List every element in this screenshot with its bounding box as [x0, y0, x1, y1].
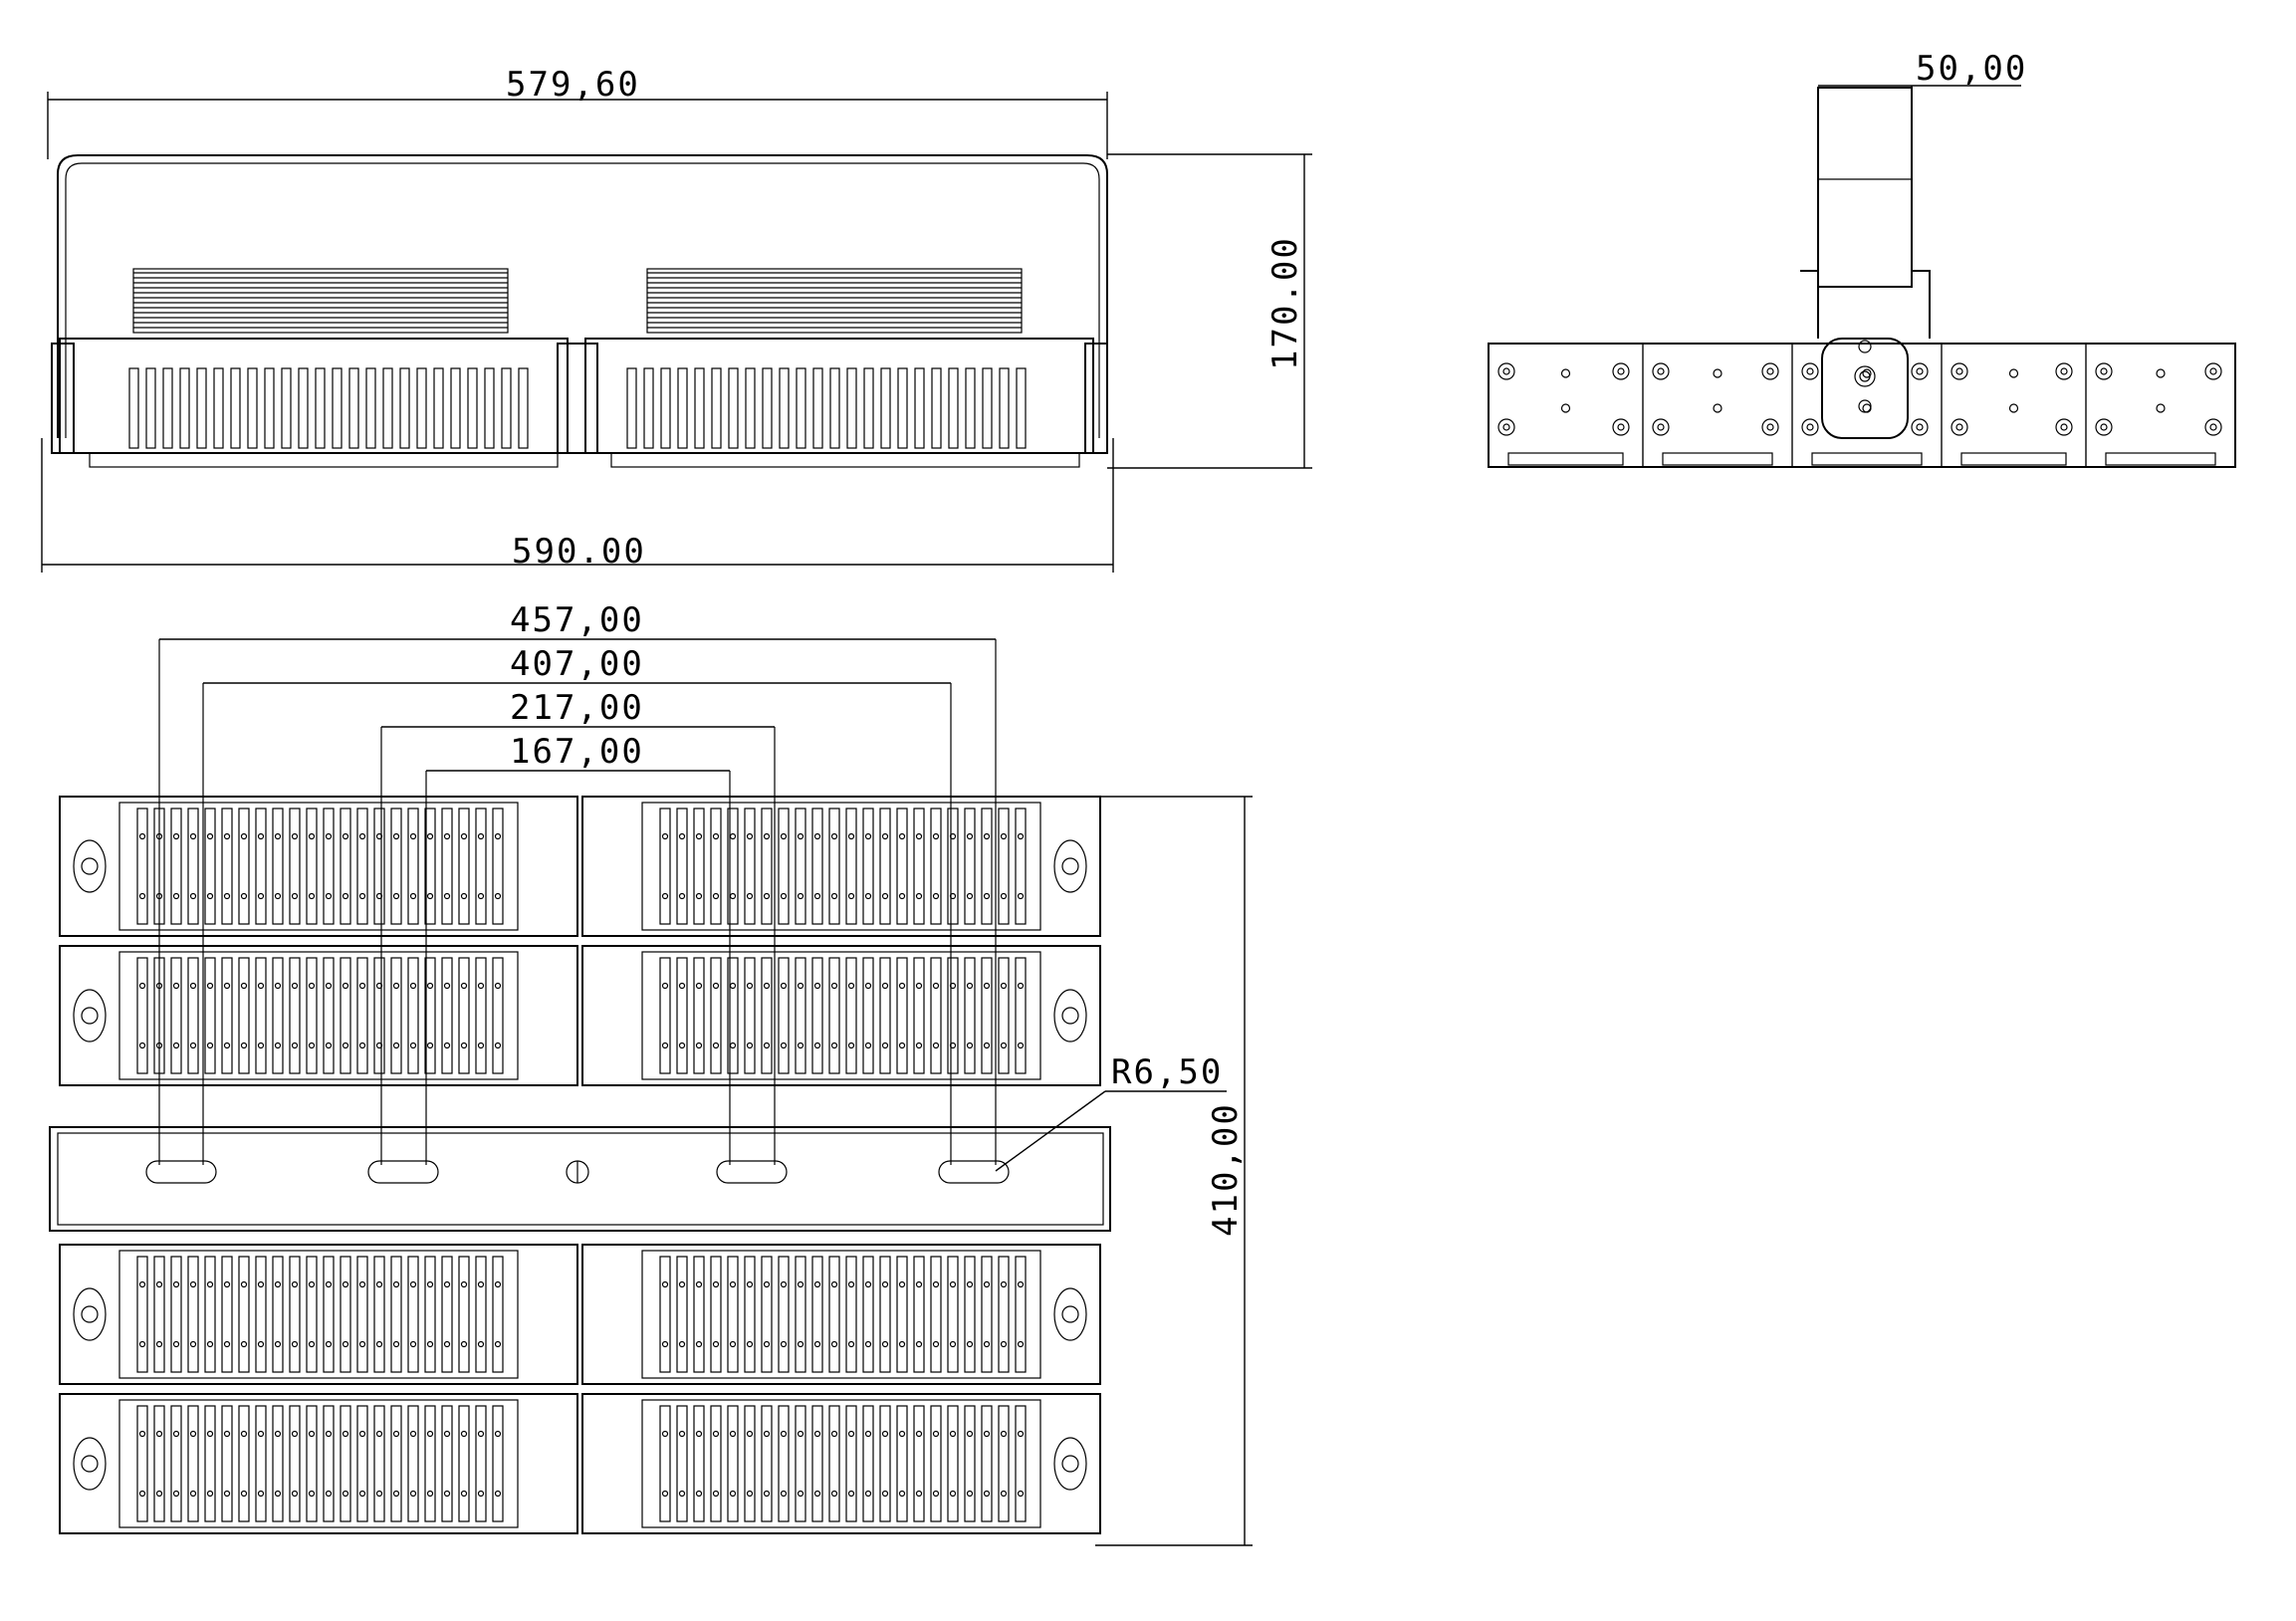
led-module — [581, 945, 1101, 1086]
side-view: 50,00 — [1488, 49, 2236, 468]
front-height: 170.00 — [1265, 236, 1305, 370]
slot-spacing-407: 407,00 — [510, 644, 644, 684]
led-module — [59, 1393, 578, 1534]
slot-spacing-dims: 457,00 407,00 217,00 167,00 — [158, 600, 997, 1165]
top-view: 457,00 407,00 217,00 167,00 R6,50 410,00 — [49, 600, 1253, 1546]
slot-spacing-167: 167,00 — [510, 732, 644, 772]
slot-spacing-457: 457,00 — [510, 600, 644, 640]
led-module — [59, 796, 578, 937]
led-module — [581, 1393, 1101, 1534]
top-height: 410,00 — [1206, 1102, 1246, 1237]
slot-radius: R6,50 — [1111, 1052, 1223, 1092]
front-top-width: 579,60 — [506, 65, 640, 105]
led-module — [581, 1244, 1101, 1385]
led-module — [581, 796, 1101, 937]
front-bottom-width: 590.00 — [512, 532, 646, 572]
side-bracket-width: 50,00 — [1916, 49, 2027, 89]
front-heatsink-left — [132, 268, 509, 334]
front-view: 579,60 590.00 170.00 — [41, 65, 1312, 573]
slot-spacing-217: 217,00 — [510, 688, 644, 728]
led-module — [59, 1244, 578, 1385]
led-module — [59, 945, 578, 1086]
front-heatsink-right — [646, 268, 1023, 334]
